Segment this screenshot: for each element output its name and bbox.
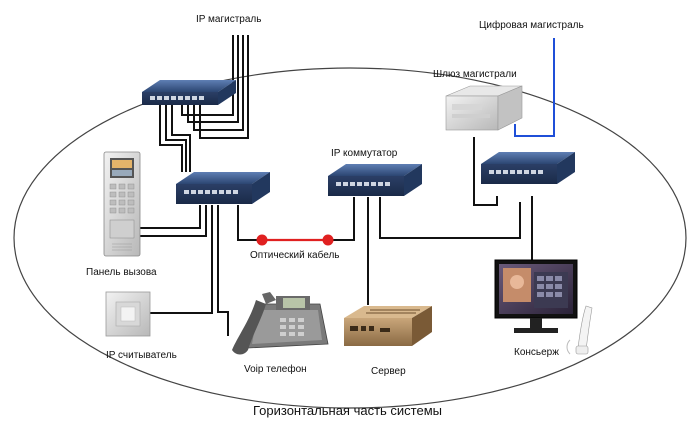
diagram-caption: Горизонтальная часть системы bbox=[253, 403, 442, 418]
ip-switch bbox=[328, 164, 422, 196]
ip-switch-label: IP коммутатор bbox=[331, 148, 398, 159]
call-panel-device bbox=[103, 151, 141, 257]
cables-left bbox=[140, 205, 229, 336]
ip-reader-device bbox=[105, 291, 151, 337]
voip-phone-label: Voip телефон bbox=[244, 364, 307, 375]
system-boundary bbox=[13, 67, 687, 409]
call-panel-label: Панель вызова bbox=[86, 267, 157, 278]
trunk-gateway-device bbox=[445, 85, 523, 131]
digital-trunk-label: Цифровая магистраль bbox=[479, 20, 584, 31]
voip-phone-device bbox=[232, 292, 329, 355]
optical-cable-label: Оптический кабель bbox=[250, 250, 340, 261]
network-switch-1 bbox=[142, 80, 236, 105]
ip-trunk-label: IP магистраль bbox=[196, 14, 262, 25]
server-device bbox=[344, 306, 432, 346]
concierge-handset bbox=[566, 305, 593, 355]
network-switch-4 bbox=[481, 152, 575, 184]
trunk-gateway-label: Шлюз магистрали bbox=[433, 69, 517, 80]
optical-cable bbox=[237, 197, 355, 246]
cables-center-right bbox=[367, 137, 533, 305]
network-switch-2 bbox=[176, 172, 270, 204]
concierge-label: Консьерж bbox=[514, 347, 559, 358]
ip-trunk-lines bbox=[159, 35, 249, 172]
ip-reader-label: IP считыватель bbox=[106, 350, 177, 361]
digital-trunk-line bbox=[514, 38, 555, 137]
concierge-monitor bbox=[494, 259, 578, 333]
server-label: Сервер bbox=[371, 366, 406, 377]
